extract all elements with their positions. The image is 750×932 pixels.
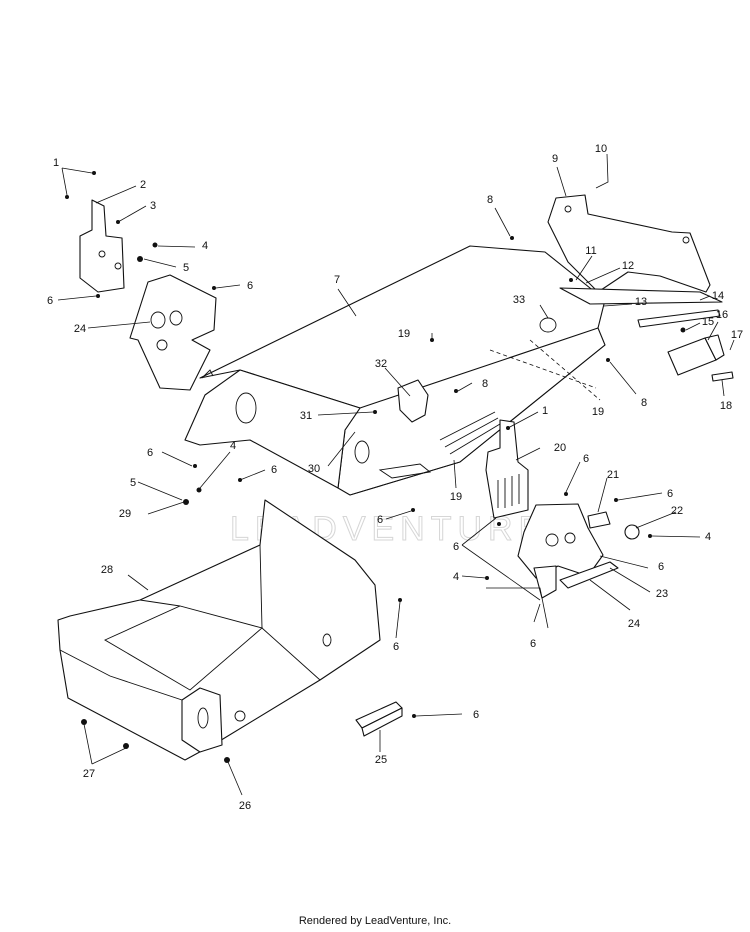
- bumper-rail: [559, 287, 723, 328]
- callout-9: 9: [552, 153, 558, 165]
- callout-21: 21: [607, 469, 619, 481]
- callout-19-bottom: 19: [450, 491, 462, 503]
- strap-and-washer: [587, 511, 640, 540]
- center-bracket: [485, 419, 529, 519]
- callout-5-top: 5: [183, 262, 189, 274]
- callout-31: 31: [300, 410, 312, 422]
- rear-flap: [547, 194, 711, 293]
- callout-13: 13: [635, 296, 647, 308]
- callout-12: 12: [622, 260, 634, 272]
- right-bracket: [517, 503, 619, 599]
- callout-14: 14: [712, 290, 724, 302]
- callout-6-bottom-center: 6: [530, 638, 536, 650]
- callout-4-mid: 4: [230, 440, 236, 452]
- callout-19-right: 19: [592, 406, 604, 418]
- callout-1-top: 1: [53, 157, 59, 169]
- callout-8-mid: 8: [482, 378, 488, 390]
- hardware: [65, 171, 686, 763]
- callout-6-lower-right: 6: [658, 561, 664, 573]
- callout-28: 28: [101, 564, 113, 576]
- callout-6-left: 6: [47, 295, 53, 307]
- callout-24-left: 24: [74, 323, 86, 335]
- callout-27: 27: [83, 768, 95, 780]
- callout-25: 25: [375, 754, 387, 766]
- callout-17: 17: [731, 329, 743, 341]
- callout-4-top: 4: [202, 240, 208, 252]
- callout-7: 7: [334, 274, 340, 286]
- steering-bracket: [79, 199, 125, 293]
- callout-8-top: 8: [487, 194, 493, 206]
- callout-18: 18: [720, 400, 732, 412]
- callout-22: 22: [671, 505, 683, 517]
- callout-4-lower: 4: [453, 571, 459, 583]
- lower-frame: [57, 499, 381, 761]
- callout-26: 26: [239, 800, 251, 812]
- callout-6-frame: 6: [393, 641, 399, 653]
- callout-32: 32: [375, 358, 387, 370]
- callout-6-upper: 6: [247, 280, 253, 292]
- callout-16: 16: [716, 309, 728, 321]
- footer-credit: Rendered by LeadVenture, Inc.: [298, 915, 452, 927]
- callout-1-mid: 1: [542, 405, 548, 417]
- callout-6-lower-center: 6: [453, 541, 459, 553]
- tail-light: [667, 334, 734, 382]
- left-bracket: [129, 274, 217, 391]
- callout-4-right: 4: [705, 531, 711, 543]
- callout-6-mid: 6: [271, 464, 277, 476]
- callout-19-top: 19: [398, 328, 410, 340]
- callout-5-mid: 5: [130, 477, 136, 489]
- callout-29: 29: [119, 508, 131, 520]
- callout-24-right: 24: [628, 618, 640, 630]
- callout-20: 20: [554, 442, 566, 454]
- callout-6-bottom: 6: [473, 709, 479, 721]
- callout-23: 23: [656, 588, 668, 600]
- angle-bracket: [355, 701, 403, 737]
- callout-6-mid-left: 6: [147, 447, 153, 459]
- callout-10: 10: [595, 143, 607, 155]
- callout-11: 11: [585, 245, 596, 257]
- callout-6-right-top: 6: [583, 453, 589, 465]
- callout-2: 2: [140, 179, 146, 191]
- leader-lines: [57, 153, 735, 796]
- callout-33: 33: [513, 294, 525, 306]
- callout-6-center: 6: [377, 514, 383, 526]
- tunnel-assembly: [184, 245, 606, 496]
- callout-labels: 1 2 3 4 5 6 6 24 7 8 9 10 11 12 13 14 15…: [47, 143, 743, 812]
- callout-6-right: 6: [667, 488, 673, 500]
- callout-15: 15: [702, 316, 714, 328]
- callout-30: 30: [308, 463, 320, 475]
- callout-8-right: 8: [641, 397, 647, 409]
- callout-3: 3: [150, 200, 156, 212]
